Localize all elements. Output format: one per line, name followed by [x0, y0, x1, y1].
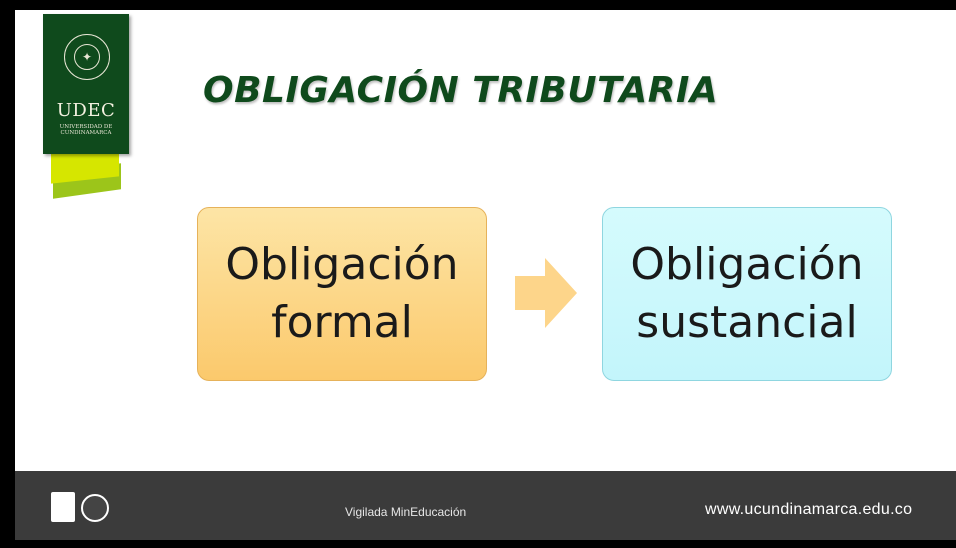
footer: Vigilada MinEducación www.ucundinamarca.… — [15, 471, 956, 540]
logo-subtitle: UNIVERSIDAD DE CUNDINAMARCA — [59, 124, 113, 136]
vigilada-text: Vigilada MinEducación — [345, 505, 467, 519]
website-link[interactable]: www.ucundinamarca.edu.co — [705, 501, 913, 518]
box-left-line1: Obligación — [225, 239, 459, 290]
iqnet-certification-icon — [81, 494, 109, 522]
icontec-certification-icon — [51, 492, 75, 522]
slide: ✦ UDEC UNIVERSIDAD DE CUNDINAMARCA OBLIG… — [15, 10, 956, 540]
box-left-line2: formal — [271, 297, 413, 348]
box-obligacion-formal: Obligación formal — [197, 207, 487, 381]
right-arrow-icon — [515, 258, 577, 328]
box-right-line2: sustancial — [636, 297, 858, 348]
box-right-line1: Obligación — [630, 239, 864, 290]
logo-name: UDEC — [56, 100, 116, 121]
box-obligacion-sustancial: Obligación sustancial — [602, 207, 892, 381]
university-seal-icon: ✦ — [64, 34, 110, 80]
university-logo-banner: ✦ UDEC UNIVERSIDAD DE CUNDINAMARCA — [43, 14, 129, 154]
slide-title: OBLIGACIÓN TRIBUTARIA — [203, 70, 719, 111]
